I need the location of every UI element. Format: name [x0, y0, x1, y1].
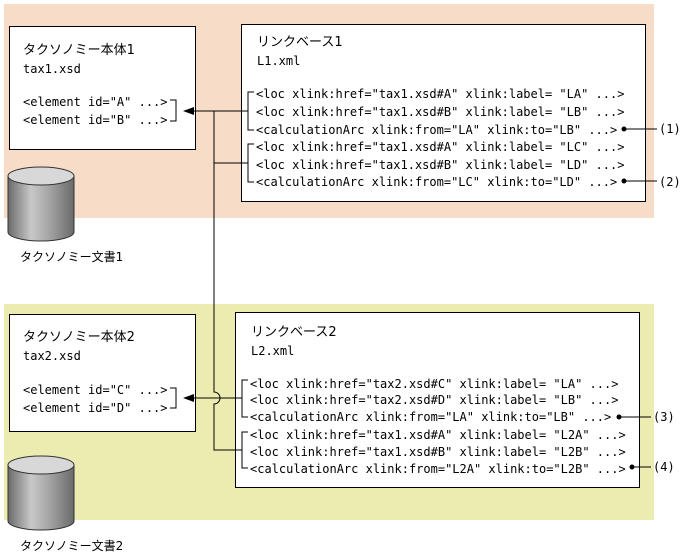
linkbase-2-line-6: <calculationArc xlink:from="L2A" xlink:t…	[250, 462, 626, 476]
linkbase-2-line-1: <loc xlink:href="tax2.xsd#C" xlink:label…	[250, 377, 619, 391]
element-c: <element id="C" ...>	[23, 383, 168, 397]
taxonomy-body-2-title: タクソノミー本体2	[23, 330, 135, 345]
linkbase-2-line-2: <loc xlink:href="tax2.xsd#D" xlink:label…	[250, 393, 619, 407]
linkbase-2-line-4: <loc xlink:href="tax1.xsd#A" xlink:label…	[250, 428, 626, 442]
linkbase-2-box: リンクベース2 L2.xml <loc xlink:href="tax2.xsd…	[235, 312, 640, 488]
annotation-1: (1)	[659, 122, 681, 136]
annotation-2: (2)	[659, 175, 681, 189]
taxonomy-body-2-file: tax2.xsd	[23, 349, 81, 363]
taxonomy-body-2-box: タクソノミー本体2 tax2.xsd <element id="C" ...> …	[9, 314, 196, 432]
annotation-4: (4)	[653, 460, 675, 474]
taxonomy-body-1-title: タクソノミー本体1	[23, 43, 135, 58]
linkbase-1-line-4: <loc xlink:href="tax1.xsd#A" xlink:label…	[256, 140, 625, 154]
linkbase-1-file: L1.xml	[257, 54, 301, 68]
linkbase-1-line-3: <calculationArc xlink:from="LA" xlink:to…	[256, 123, 618, 137]
linkbase-1-line-2: <loc xlink:href="tax1.xsd#B" xlink:label…	[256, 105, 625, 119]
element-a: <element id="A" ...>	[23, 95, 168, 109]
linkbase-2-file: L2.xml	[251, 344, 295, 358]
linkbase-1-line-5: <loc xlink:href="tax1.xsd#B" xlink:label…	[256, 158, 625, 172]
taxonomy-body-1-file: tax1.xsd	[23, 62, 81, 76]
linkbase-2-line-5: <loc xlink:href="tax1.xsd#B" xlink:label…	[250, 445, 626, 459]
taxonomy-body-1-box: タクソノミー本体1 tax1.xsd <element id="A" ...> …	[9, 26, 196, 150]
linkbase-1-title: リンクベース1	[257, 35, 343, 50]
element-b: <element id="B" ...>	[23, 113, 168, 127]
element-d: <element id="D" ...>	[23, 401, 168, 415]
linkbase-2-line-3: <calculationArc xlink:from="LA" xlink:to…	[250, 410, 612, 424]
linkbase-1-line-1: <loc xlink:href="tax1.xsd#A" xlink:label…	[256, 87, 625, 101]
linkbase-1-line-6: <calculationArc xlink:from="LC" xlink:to…	[256, 175, 618, 189]
linkbase-2-title: リンクベース2	[251, 325, 337, 340]
annotation-3: (3)	[653, 410, 675, 424]
taxonomy-document-2-label: タクソノミー文書2	[20, 539, 124, 553]
linkbase-1-box: リンクベース1 L1.xml <loc xlink:href="tax1.xsd…	[241, 24, 646, 202]
taxonomy-document-1-label: タクソノミー文書1	[20, 250, 124, 264]
